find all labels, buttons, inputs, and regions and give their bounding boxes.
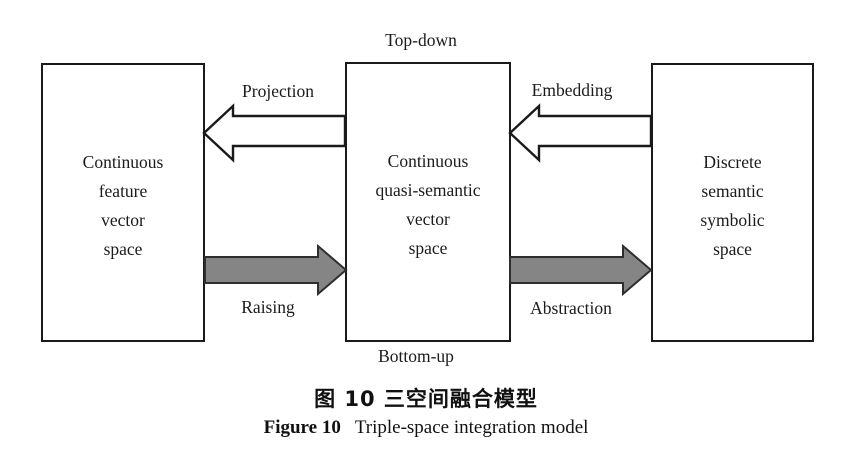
box-line: quasi-semantic (375, 180, 481, 200)
figure-caption-zh: 图 10 三空间融合模型 (314, 387, 538, 411)
box-line: vector (101, 209, 145, 230)
box-line: space (713, 238, 752, 259)
abstraction-label: Abstraction (530, 298, 612, 318)
box-line: Discrete (703, 151, 762, 172)
projection-label: Projection (242, 81, 314, 101)
bottom-up-label: Bottom-up (378, 346, 454, 366)
abstraction-arrow-right-icon (509, 243, 653, 297)
projection-arrow-left-icon (202, 103, 347, 163)
raising-label: Raising (241, 297, 295, 317)
box-line: space (408, 238, 448, 258)
box-line: space (103, 238, 143, 259)
box-line: semantic (701, 180, 764, 201)
box-discrete-semantic-symbolic-space: Discrete semantic symbolic space (651, 63, 814, 342)
embedding-arrow-left-icon (508, 103, 653, 163)
box-line: vector (406, 209, 450, 229)
embedding-label: Embedding (531, 80, 613, 100)
box-line: Continuous (387, 151, 469, 171)
box-continuous-quasi-semantic-vector-space: Continuous quasi-semantic vector space (345, 62, 511, 342)
figure-number: Figure 10 (263, 417, 341, 438)
box-line: Continuous (82, 151, 164, 172)
box-continuous-feature-vector-space: Continuous feature vector space (41, 63, 205, 342)
figure-title: Triple-space integration model (354, 417, 589, 438)
top-down-label: Top-down (385, 30, 457, 50)
raising-arrow-right-icon (204, 243, 348, 297)
box-line: symbolic (700, 209, 765, 230)
figure-caption-en: Figure 10 Triple-space integration model (264, 417, 589, 439)
box-line: feature (98, 180, 148, 201)
